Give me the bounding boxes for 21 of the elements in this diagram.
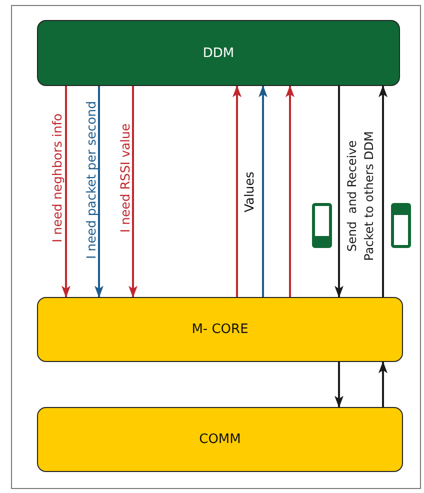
edge-label: I need packet per second	[82, 100, 100, 260]
arrow	[378, 361, 388, 407]
arrow	[286, 85, 294, 297]
arrow	[94, 86, 104, 298]
arrow	[258, 85, 268, 297]
box-label: COMM	[199, 432, 241, 447]
process-box	[37, 297, 403, 362]
edge-label: I need neghbors info	[48, 113, 66, 243]
arrow	[334, 86, 344, 298]
process-box	[37, 407, 403, 472]
arrow	[128, 86, 138, 298]
arrow	[334, 362, 344, 408]
note-label: Values	[240, 170, 258, 214]
box-label: M- CORE	[192, 322, 248, 337]
edge-label: I need RSSI value	[116, 123, 134, 233]
arrow	[232, 85, 242, 297]
arrow	[378, 85, 388, 297]
box-label: DDM	[202, 46, 234, 60]
arrow	[62, 86, 70, 298]
process-box	[37, 20, 400, 86]
edge-label: Send and Receive Packet to others DDM	[344, 130, 377, 263]
